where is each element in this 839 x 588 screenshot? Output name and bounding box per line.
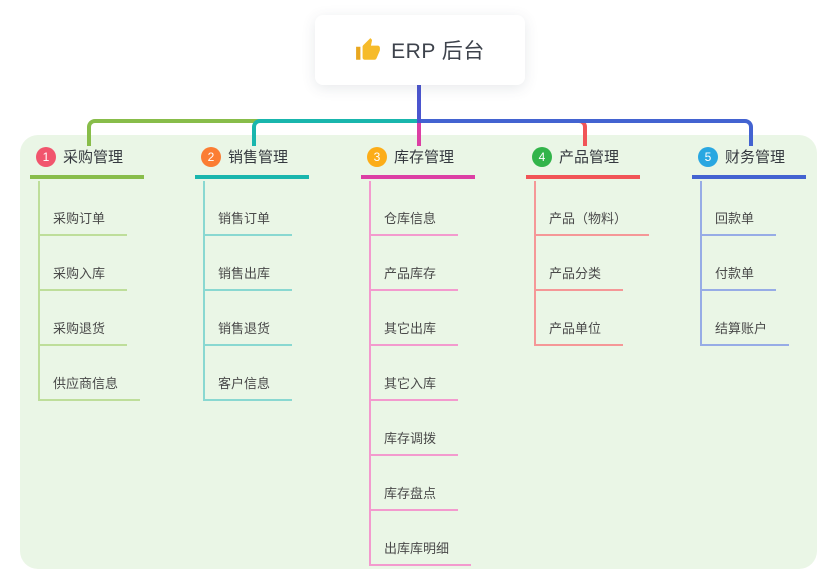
branch-5-children: 回款单 付款单 结算账户 — [700, 181, 790, 346]
child-node[interactable]: 结算账户 — [700, 291, 790, 346]
child-node[interactable]: 其它出库 — [369, 291, 459, 346]
child-node[interactable]: 销售出库 — [203, 236, 293, 291]
branch-node-purchase[interactable]: 1 采购管理 — [30, 146, 144, 179]
child-node[interactable]: 销售退货 — [203, 291, 293, 346]
branch-1-children: 采购订单 采购入库 采购退货 供应商信息 — [38, 181, 141, 401]
connector-branch-2 — [252, 119, 421, 146]
branch-4-title: 产品管理 — [559, 149, 620, 166]
connector-branch-5 — [419, 119, 753, 146]
child-node[interactable]: 库存调拨 — [369, 401, 459, 456]
branch-5-spine — [700, 181, 702, 346]
branch-5-title: 财务管理 — [725, 149, 786, 166]
child-node[interactable]: 产品库存 — [369, 236, 459, 291]
child-node[interactable]: 采购入库 — [38, 236, 128, 291]
child-node[interactable]: 产品分类 — [534, 236, 624, 291]
child-node[interactable]: 采购退货 — [38, 291, 128, 346]
branch-4-badge: 4 — [532, 146, 552, 167]
child-node[interactable]: 其它入库 — [369, 346, 459, 401]
child-node[interactable]: 产品（物料） — [534, 181, 650, 236]
branch-3-children: 仓库信息 产品库存 其它出库 其它入库 库存调拨 库存盘点 出库库明细 — [369, 181, 472, 566]
child-node[interactable]: 产品单位 — [534, 291, 624, 346]
root-node-erp-backend[interactable]: ERP 后台 — [315, 15, 525, 85]
branch-3-badge: 3 — [367, 146, 387, 167]
child-node[interactable]: 出库库明细 — [369, 511, 472, 566]
child-node[interactable]: 客户信息 — [203, 346, 293, 401]
thumbs-up-icon — [356, 38, 381, 60]
child-node[interactable]: 付款单 — [700, 236, 777, 291]
child-node[interactable]: 库存盘点 — [369, 456, 459, 511]
child-node[interactable]: 仓库信息 — [369, 181, 459, 236]
connector-branch-3 — [417, 121, 421, 146]
branch-2-spine — [203, 181, 205, 401]
branch-node-sales[interactable]: 2 销售管理 — [195, 146, 309, 179]
branch-2-badge: 2 — [201, 146, 221, 167]
child-node[interactable]: 回款单 — [700, 181, 777, 236]
branch-3-spine — [369, 181, 371, 566]
child-node[interactable]: 供应商信息 — [38, 346, 141, 401]
child-node[interactable]: 采购订单 — [38, 181, 128, 236]
branch-node-finance[interactable]: 5 财务管理 — [692, 146, 806, 179]
branch-node-inventory[interactable]: 3 库存管理 — [361, 146, 475, 179]
branch-4-spine — [534, 181, 536, 346]
branch-5-badge: 5 — [698, 146, 718, 167]
branch-2-children: 销售订单 销售出库 销售退货 客户信息 — [203, 181, 293, 401]
branch-1-title: 采购管理 — [63, 149, 124, 166]
mindmap-background-panel — [20, 135, 817, 569]
root-node-title: ERP 后台 — [391, 40, 485, 63]
branch-node-product[interactable]: 4 产品管理 — [526, 146, 640, 179]
branch-4-children: 产品（物料） 产品分类 产品单位 — [534, 181, 650, 346]
branch-3-title: 库存管理 — [394, 149, 455, 166]
connector-root-line — [417, 85, 421, 123]
branch-1-spine — [38, 181, 40, 401]
branch-1-badge: 1 — [36, 146, 56, 167]
child-node[interactable]: 销售订单 — [203, 181, 293, 236]
branch-2-title: 销售管理 — [228, 149, 289, 166]
